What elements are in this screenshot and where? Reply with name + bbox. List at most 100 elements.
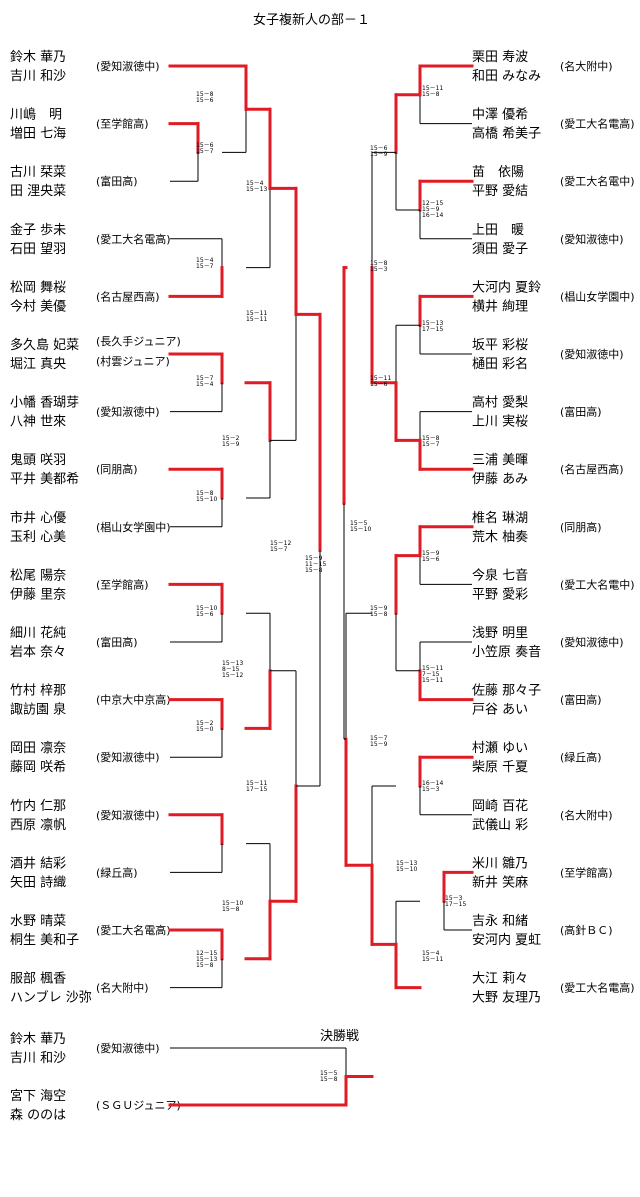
match-score: 15－3 bbox=[445, 895, 463, 902]
player-name: 桐生 美和子 bbox=[10, 933, 79, 948]
match-score: 12－15 bbox=[196, 950, 217, 957]
school-name: (名古屋西高) bbox=[96, 289, 160, 303]
player-name: 平野 愛結 bbox=[472, 184, 528, 199]
player-name: 宮下 海空 bbox=[10, 1088, 66, 1104]
player-name: 安河内 夏虹 bbox=[472, 932, 541, 948]
player-name: 川嶋 明 bbox=[10, 108, 62, 123]
match-score: 15－8 bbox=[196, 91, 214, 98]
player-name: 今泉 七音 bbox=[472, 567, 528, 583]
match-score: 15－6 bbox=[196, 142, 214, 149]
player-name: 戸谷 あい bbox=[472, 703, 528, 718]
player-name: 松岡 舞桜 bbox=[10, 280, 66, 295]
player-name: 細川 花純 bbox=[10, 625, 66, 641]
player-name: 樋田 彩名 bbox=[472, 356, 528, 372]
player-name: 西原 凛帆 bbox=[10, 817, 66, 833]
match-score: 15－12 bbox=[222, 672, 243, 679]
player-name: 鈴木 華乃 bbox=[10, 50, 66, 65]
player-name: 伊藤 あみ bbox=[472, 472, 528, 487]
match-score: 12－15 bbox=[422, 200, 443, 207]
match-score: 15－11 bbox=[246, 316, 267, 323]
match-score: 17－15 bbox=[422, 326, 443, 333]
player-name: ハンブレ 沙弥 bbox=[10, 990, 92, 1006]
school-name: (同朋高) bbox=[560, 520, 602, 534]
school-name: (富田高) bbox=[560, 405, 602, 419]
match-score: 15－13 bbox=[422, 320, 443, 327]
match-score: 15－10 bbox=[222, 900, 243, 907]
player-name: 伊藤 里奈 bbox=[10, 587, 66, 602]
match-score: 15－9 bbox=[370, 605, 388, 612]
player-name: 平野 愛彩 bbox=[472, 587, 528, 602]
match-score: 15－11 bbox=[246, 780, 267, 787]
player-name: 大河内 夏鈴 bbox=[472, 279, 541, 295]
player-name: 高村 愛梨 bbox=[472, 395, 528, 411]
match-score: 15－6 bbox=[196, 611, 214, 618]
player-name: 小幡 香瑚芽 bbox=[10, 396, 79, 411]
school-name: (高針ＢＣ) bbox=[560, 923, 613, 937]
player-name: 大野 友理乃 bbox=[472, 990, 541, 1006]
school-name: (愛工大名電高) bbox=[560, 117, 635, 131]
player-name: 須田 愛子 bbox=[472, 242, 528, 257]
match-score: 15－8 bbox=[222, 906, 240, 913]
school-name: (同朋高) bbox=[96, 462, 138, 476]
match-score: 15－2 bbox=[222, 435, 240, 442]
match-score: 15－7 bbox=[196, 263, 214, 270]
player-name: 竹内 仁那 bbox=[10, 798, 66, 814]
school-name: (村雲ジュニア) bbox=[96, 354, 170, 368]
player-name: 荒木 柚奏 bbox=[472, 530, 528, 545]
player-name: 岡崎 百花 bbox=[472, 798, 528, 814]
match-score: 15－13 bbox=[196, 956, 217, 963]
player-name: 服部 楓香 bbox=[10, 972, 66, 987]
school-name: (名大附中) bbox=[560, 808, 613, 822]
player-name: 三浦 美暉 bbox=[472, 453, 528, 468]
match-score: 15－10 bbox=[396, 866, 417, 873]
match-score: 16－14 bbox=[422, 212, 443, 219]
match-score: 17－15 bbox=[445, 901, 466, 908]
match-score: 15－8 bbox=[196, 490, 214, 497]
match-score: 15－10 bbox=[196, 496, 217, 503]
bracket-labels: 15－815－615－615－715－415－1315－415－715－1115… bbox=[196, 85, 466, 1083]
school-name: (愛知淑徳中) bbox=[96, 59, 160, 73]
player-name: 上田 暖 bbox=[472, 223, 524, 238]
player-name: 平井 美都希 bbox=[10, 472, 79, 487]
school-name: (長久手ジュニア) bbox=[96, 334, 181, 348]
match-score: 15－13 bbox=[246, 186, 267, 193]
page-title: 女子複新人の部－１ bbox=[253, 12, 370, 28]
player-name: 上川 実桜 bbox=[472, 414, 528, 430]
player-name: 堀江 真央 bbox=[10, 357, 66, 372]
match-score: 11－15 bbox=[305, 561, 326, 568]
school-name: (富田高) bbox=[560, 693, 602, 707]
school-name: (愛工大名電高) bbox=[560, 981, 635, 995]
match-score: 15－4 bbox=[196, 381, 214, 388]
match-score: 15－9 bbox=[370, 151, 388, 158]
player-name: 玉利 心美 bbox=[10, 530, 66, 545]
match-score: 15－4 bbox=[246, 180, 264, 187]
match-score: 15－12 bbox=[270, 540, 291, 547]
match-score: 15－13 bbox=[222, 660, 243, 667]
player-name: 吉永 和緒 bbox=[472, 914, 528, 929]
match-score: 15－6 bbox=[422, 556, 440, 563]
player-name: 柴原 千夏 bbox=[472, 760, 528, 775]
player-name: 新井 笑麻 bbox=[472, 874, 528, 890]
player-name: 椎名 琳湖 bbox=[472, 510, 528, 526]
player-name: 苗 依陽 bbox=[472, 165, 524, 180]
match-score: 15－5 bbox=[320, 1070, 338, 1077]
school-name: (愛知淑徳中) bbox=[96, 1041, 160, 1055]
school-name: (至学館高) bbox=[96, 117, 149, 131]
match-score: 15－5 bbox=[350, 520, 368, 527]
match-score: 7－15 bbox=[422, 671, 440, 678]
school-name: (愛知淑徳中) bbox=[96, 405, 160, 419]
school-name: (名大附中) bbox=[96, 981, 149, 995]
player-name: 竹村 梓那 bbox=[10, 684, 66, 699]
player-name: 岡田 凛奈 bbox=[10, 740, 66, 756]
match-score: 15－7 bbox=[196, 375, 214, 382]
match-score: 15－6 bbox=[370, 381, 388, 388]
school-name: (緑丘高) bbox=[560, 750, 602, 764]
school-name: (椙山女学園中) bbox=[96, 520, 171, 534]
match-score: 15－11 bbox=[422, 665, 443, 672]
player-name: 増田 七海 bbox=[10, 127, 66, 142]
school-name: (富田高) bbox=[96, 635, 138, 649]
player-name: 横井 絢理 bbox=[472, 299, 528, 314]
match-score: 16－14 bbox=[422, 780, 443, 787]
